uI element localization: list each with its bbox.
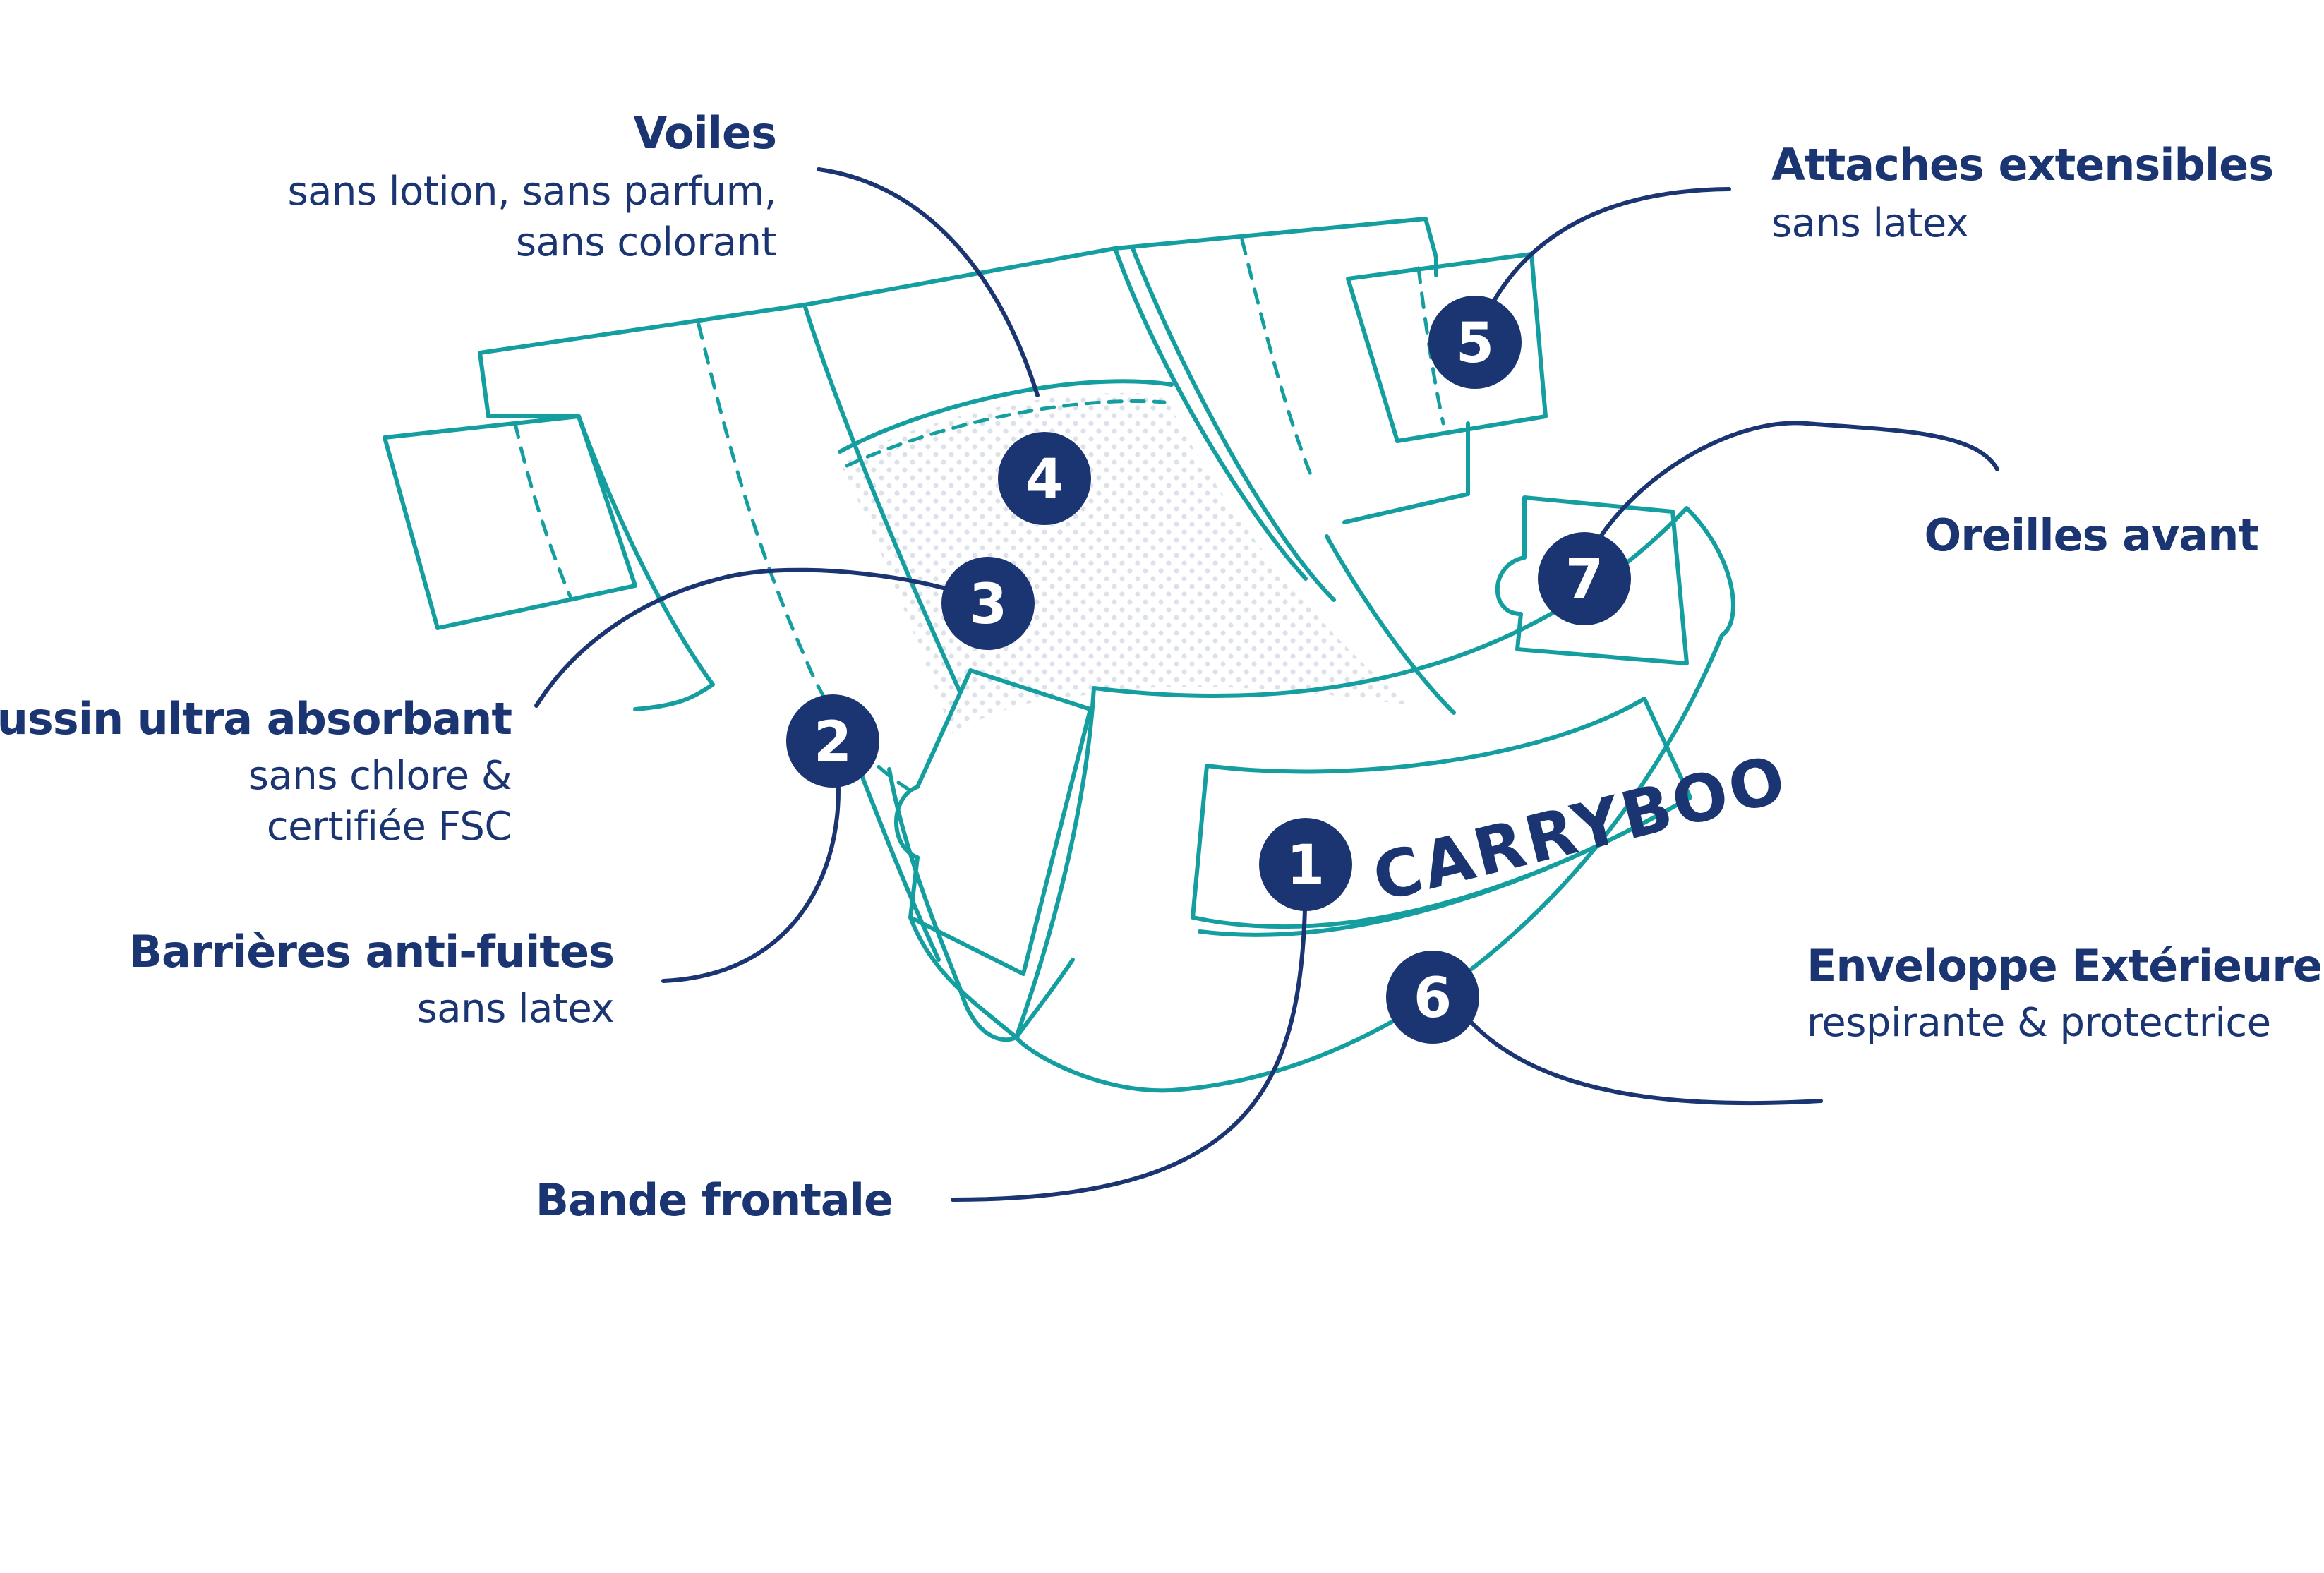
badge-3: 3 (941, 557, 1035, 650)
leader-4 (817, 167, 1040, 397)
label-voiles-sub-2: sans colorant (516, 219, 776, 265)
core-dashed-edge (845, 399, 1167, 468)
label-oreilles: Oreilles avant (1925, 510, 2260, 561)
badge-5: 5 (1428, 296, 1522, 389)
back-cuff-dash (1240, 238, 1315, 482)
badge-4: 4 (998, 432, 1091, 525)
label-coussin-sub-1: sans chlore & (248, 753, 512, 799)
left-tab-dash (513, 421, 574, 602)
brand-logo: CARRYBOO (1366, 740, 1795, 916)
back-panel-left (478, 351, 581, 418)
label-enveloppe: Enveloppe Extérieure respirante & protec… (1807, 940, 2323, 1046)
label-oreilles-title: Oreilles avant (1925, 510, 2259, 561)
front-side-ruffle (908, 915, 1075, 1039)
badge-6-number: 6 (1414, 967, 1452, 1030)
badge-6: 6 (1386, 951, 1479, 1044)
core-edge (838, 379, 1174, 454)
badge-2-number: 2 (814, 711, 852, 774)
label-attaches-sub-1: sans latex (1771, 200, 1968, 246)
label-voiles-title: Voiles (633, 107, 776, 159)
right-back-edge (1342, 255, 1470, 524)
label-attaches: Attaches extensibles sans latex (1771, 139, 2274, 246)
badge-1: 1 (1259, 818, 1352, 911)
right-tab (1346, 252, 1548, 443)
badge-5-number: 5 (1456, 312, 1494, 375)
label-attaches-title: Attaches extensibles (1771, 139, 2273, 191)
label-barrieres-sub-1: sans latex (417, 986, 614, 1032)
absorbent-core (840, 392, 1411, 734)
back-panel-line (802, 303, 962, 694)
left-tab (383, 414, 637, 630)
badge-4-number: 4 (1025, 448, 1064, 512)
badge-7-number: 7 (1565, 548, 1603, 612)
label-voiles-sub-1: sans lotion, sans parfum, (287, 169, 776, 215)
label-coussin-sub-2: certifiée FSC (267, 804, 512, 850)
label-barrieres: Barrières anti-fuites sans latex (129, 926, 615, 1032)
label-coussin-title: Coussin ultra absorbant (0, 693, 512, 745)
front-panel-label (1191, 697, 1692, 929)
leader-3 (534, 567, 990, 708)
leg-cuff (887, 767, 1018, 1042)
label-bande: Bande frontale (536, 1174, 893, 1226)
badge-1-number: 1 (1287, 834, 1325, 898)
front-ear (1495, 495, 1689, 665)
badge-2: 2 (786, 694, 879, 788)
badge-3-number: 3 (969, 573, 1007, 637)
badge-7: 7 (1538, 532, 1631, 625)
back-cuff-line (1113, 246, 1308, 581)
right-inner-edge (1325, 534, 1456, 715)
front-band-outer (1014, 506, 1735, 1093)
leader-7 (1579, 421, 1999, 577)
label-bande-title: Bande frontale (536, 1174, 893, 1226)
leader-1 (951, 862, 1308, 1202)
back-cuff-line-2 (1131, 246, 1336, 602)
label-enveloppe-title: Enveloppe Extérieure (1807, 940, 2322, 992)
label-enveloppe-sub-1: respirante & protectrice (1807, 1000, 2271, 1046)
label-voiles: Voiles sans lotion, sans parfum, sans co… (287, 107, 777, 265)
back-panel-edge (577, 414, 715, 711)
leader-6 (1452, 1000, 1823, 1106)
label-barrieres-title: Barrières anti-fuites (129, 926, 614, 977)
label-coussin: Coussin ultra absorbant sans chlore & ce… (0, 693, 512, 850)
